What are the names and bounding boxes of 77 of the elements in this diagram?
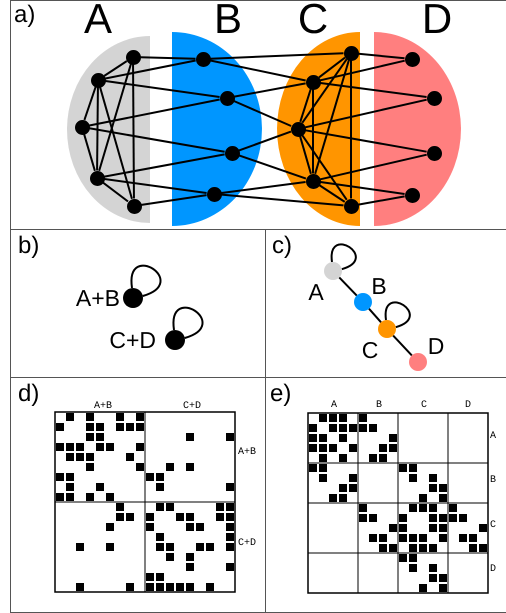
- graph-edge: [105, 59, 196, 80]
- matrix-axis-label: D: [490, 564, 496, 576]
- graph-edge: [210, 60, 306, 82]
- graph-edge: [141, 194, 207, 206]
- matrix-axis-label: C+D: [238, 538, 256, 550]
- node-label: B: [370, 273, 388, 299]
- graph-edge: [305, 129, 427, 153]
- graph-edge: [238, 130, 292, 152]
- graph-edge: [89, 98, 220, 127]
- graph-edge: [210, 52, 344, 60]
- self-loop-edge: [330, 243, 357, 270]
- graph-edge: [305, 98, 427, 128]
- matrix-axis-label: A: [490, 431, 496, 443]
- graph-edge: [301, 134, 348, 200]
- graph-edge: [358, 52, 405, 60]
- graph-edge: [320, 154, 427, 180]
- graph-edge: [99, 86, 133, 200]
- graph-edge: [358, 195, 405, 206]
- matrix-axis-label: A+B: [238, 447, 256, 459]
- matrix-axis-label: C+D: [182, 401, 202, 413]
- graph-edge: [221, 194, 344, 206]
- node-label: D: [426, 333, 446, 359]
- matrix-axis-label: C: [490, 520, 496, 532]
- graph-edge: [318, 56, 346, 78]
- group-label: D: [421, 0, 453, 40]
- graph-edge: [102, 182, 129, 202]
- node-label: C: [360, 337, 380, 363]
- matrix-axis-label: B: [490, 475, 496, 487]
- graph-edge: [98, 64, 132, 172]
- node-label: A: [307, 279, 325, 305]
- graph-edge: [104, 153, 225, 178]
- graph-edge: [83, 134, 96, 172]
- group-label: A: [82, 0, 113, 40]
- panel-label: a): [14, 2, 36, 28]
- group-label: B: [212, 0, 243, 40]
- graph-edge: [234, 82, 306, 98]
- self-loop-edge: [130, 264, 162, 297]
- node-label: A+B: [74, 285, 120, 311]
- graph-edge: [105, 80, 220, 98]
- graph-edge: [301, 58, 348, 124]
- graph-edge: [83, 86, 97, 120]
- group-label: C: [297, 0, 329, 40]
- panel-frame: [10, 377, 266, 613]
- graph-edge: [89, 127, 225, 153]
- self-loop-edge: [172, 306, 204, 339]
- graph-edge: [318, 184, 346, 203]
- graph-edge: [338, 276, 358, 296]
- graph-edge: [140, 56, 196, 60]
- self-loop-edge: [384, 301, 411, 328]
- matrix-axis-label: D: [464, 400, 472, 412]
- panel-label: d): [18, 381, 40, 407]
- matrix-axis-label: A: [330, 400, 338, 412]
- graph-edge: [350, 60, 352, 198]
- graph-edge: [312, 90, 314, 174]
- graph-edge: [320, 60, 405, 82]
- graph-edge: [299, 136, 312, 174]
- graph-edge: [368, 308, 382, 323]
- graph-edge: [320, 181, 405, 195]
- graph-edge: [238, 154, 306, 180]
- graph-edge: [314, 60, 350, 174]
- matrix-axis-label: C: [420, 400, 428, 412]
- graph-edge: [299, 88, 312, 122]
- graph-edge: [96, 87, 99, 171]
- graph-edge: [233, 100, 292, 127]
- graph-edge: [104, 178, 207, 194]
- graph-edge: [320, 82, 427, 98]
- graph-edge: [221, 180, 306, 194]
- graph-edge: [392, 334, 413, 356]
- panel-label: e): [270, 381, 292, 407]
- panel-label: b): [18, 233, 40, 259]
- matrix-axis-label: B: [374, 400, 383, 412]
- panel-frame: [10, 0, 506, 230]
- matrix-axis-label: A+B: [92, 401, 113, 413]
- panel-label: c): [272, 233, 292, 259]
- node-label: C+D: [108, 327, 156, 353]
- graph-edge: [104, 60, 128, 77]
- graph-edge: [132, 64, 135, 198]
